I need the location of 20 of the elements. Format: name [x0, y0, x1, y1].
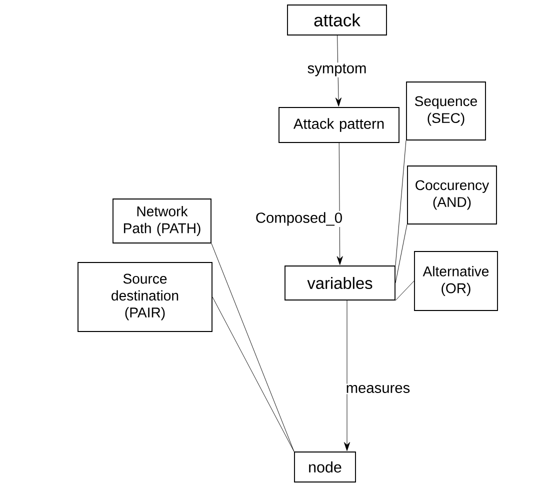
arrow	[335, 35, 342, 107]
arrow	[336, 142, 343, 266]
connector-line	[211, 243, 294, 452]
box: variables	[284, 266, 396, 300]
box: Source destination (PAIR)	[78, 262, 212, 332]
connector-line	[395, 140, 406, 266]
arrow	[344, 300, 350, 452]
edge-label: Composed_0	[254, 211, 344, 227]
box: Network Path (PATH)	[112, 198, 212, 244]
connector-line	[395, 224, 408, 284]
box: Attack pattern	[278, 107, 400, 143]
box: Sequence (SEC)	[406, 82, 486, 140]
box: attack	[287, 4, 387, 36]
edge-label: symptom	[306, 62, 368, 78]
box: Coccurency (AND)	[407, 166, 497, 224]
connector-line	[395, 280, 414, 301]
connector-line	[212, 296, 294, 452]
edge-label: measures	[344, 384, 412, 394]
box: Alternative (OR)	[414, 251, 498, 311]
box: node	[294, 452, 356, 482]
